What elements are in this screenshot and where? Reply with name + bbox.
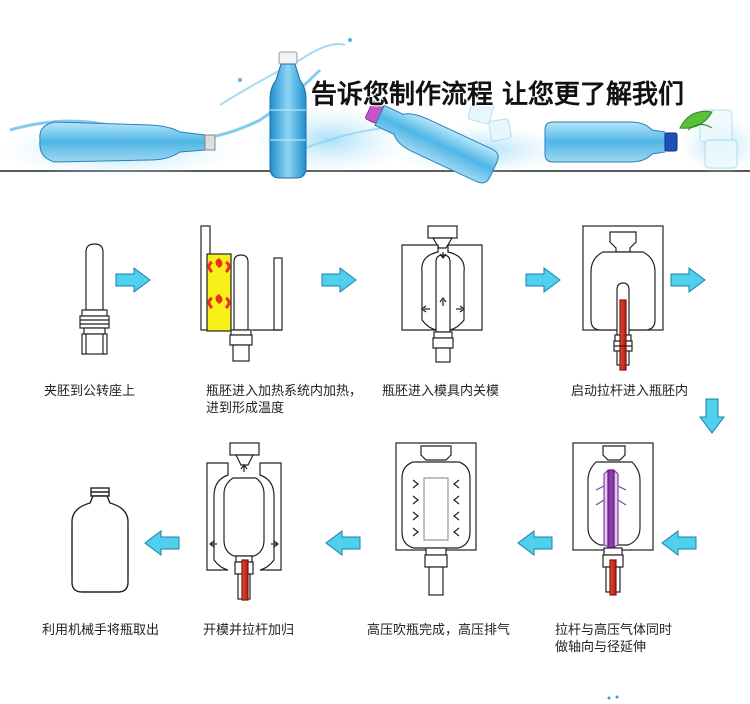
tilted-bottle-image	[365, 100, 499, 184]
arrow-left-icon	[661, 530, 697, 556]
step-5-stretch-blow-figure	[572, 442, 654, 596]
horizontal-bottle-image	[544, 121, 678, 163]
step-6-caption: 高压吹瓶完成，高压排气	[367, 623, 511, 638]
step-5-caption-line2: 做轴向与径延伸	[555, 640, 647, 655]
step-8-finished-bottle-figure	[71, 487, 129, 593]
banner-image	[0, 38, 750, 184]
step-6-blow-complete-figure	[395, 442, 477, 596]
arrow-right-icon	[525, 267, 561, 293]
step-3-mold-close-figure	[401, 225, 483, 363]
process-diagram	[71, 225, 725, 700]
arrow-right-icon	[115, 267, 151, 293]
arrow-left-icon	[517, 530, 553, 556]
arrow-down-icon	[699, 398, 725, 434]
step-1-caption: 夹胚到公转座上	[44, 384, 136, 399]
arrow-right-icon	[321, 267, 357, 293]
step-8-caption: 利用机械手将瓶取出	[42, 623, 160, 638]
step-3-caption: 瓶胚进入模具内关模	[382, 384, 500, 399]
step-2-heating-figure	[200, 225, 283, 362]
mint-leaf-image	[679, 110, 713, 131]
step-7-mold-open-figure	[206, 442, 282, 601]
step-2-caption-line1: 瓶胚进入加热系统内加热，	[206, 384, 363, 399]
arrows	[115, 267, 725, 556]
step-1-preform-figure	[79, 243, 110, 355]
step-7-caption: 开模并拉杆加归	[203, 623, 295, 638]
arrow-left-icon	[144, 530, 180, 556]
lying-bottle-image	[39, 121, 216, 163]
step-2-caption-line2: 进到形成温度	[206, 401, 285, 416]
step-4-caption: 启动拉杆进入瓶胚内	[571, 384, 689, 399]
step-5-caption-line1: 拉杆与高压气体同时	[555, 623, 673, 638]
arrow-right-icon	[670, 267, 706, 293]
step-4-stretch-rod-figure	[582, 225, 664, 371]
arrow-left-icon	[325, 530, 361, 556]
banner-title: 告诉您制作流程 让您更了解我们	[311, 80, 685, 110]
standing-bottle-image	[269, 51, 307, 179]
